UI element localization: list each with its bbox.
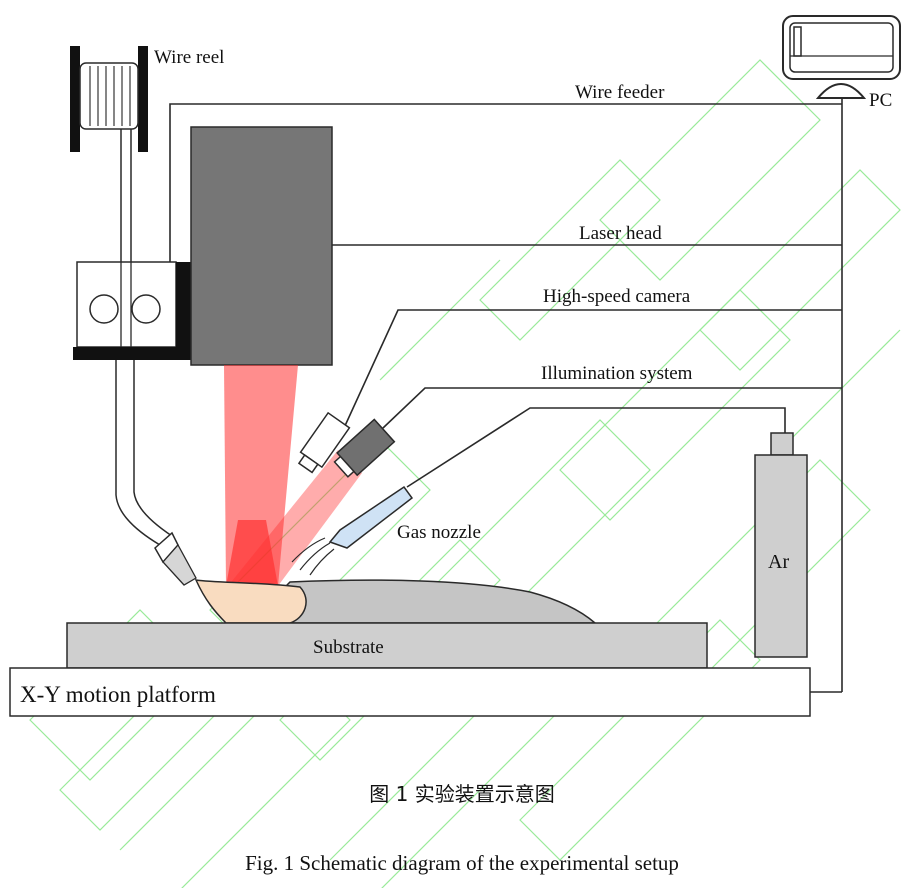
caption-chinese: 图 1 实验装置示意图 xyxy=(369,782,554,806)
wire-reel xyxy=(70,46,148,152)
label-ar: Ar xyxy=(768,551,789,573)
gas-nozzle xyxy=(291,485,414,576)
label-pc: PC xyxy=(869,90,892,111)
label-wire-feeder: Wire feeder xyxy=(575,82,665,103)
xy-motion-platform xyxy=(9,667,811,717)
melt-pool xyxy=(194,579,307,624)
caption-english: Fig. 1 Schematic diagram of the experime… xyxy=(245,851,679,875)
label-wire-reel: Wire reel xyxy=(154,47,224,68)
wire-feed-hose xyxy=(115,360,173,546)
wire-feeder xyxy=(73,261,191,360)
control-cables xyxy=(169,98,843,693)
label-gas-nozzle: Gas nozzle xyxy=(397,522,481,543)
reflected-beam xyxy=(228,450,362,586)
label-xy-motion-platform: X-Y motion platform xyxy=(20,682,216,707)
wire-nozzle xyxy=(154,531,197,586)
laser-head xyxy=(190,126,333,366)
laser-beam xyxy=(224,365,298,586)
label-high-speed-camera: High-speed camera xyxy=(543,286,691,307)
substrate xyxy=(66,622,708,669)
deposited-bead xyxy=(248,579,598,624)
illumination-system xyxy=(333,418,396,478)
high-speed-camera xyxy=(297,411,351,474)
pc-monitor-icon xyxy=(782,15,901,99)
argon-cylinder xyxy=(754,432,808,658)
label-substrate: Substrate xyxy=(313,637,384,658)
label-laser-head: Laser head xyxy=(579,223,662,244)
label-illumination-system: Illumination system xyxy=(541,363,693,384)
